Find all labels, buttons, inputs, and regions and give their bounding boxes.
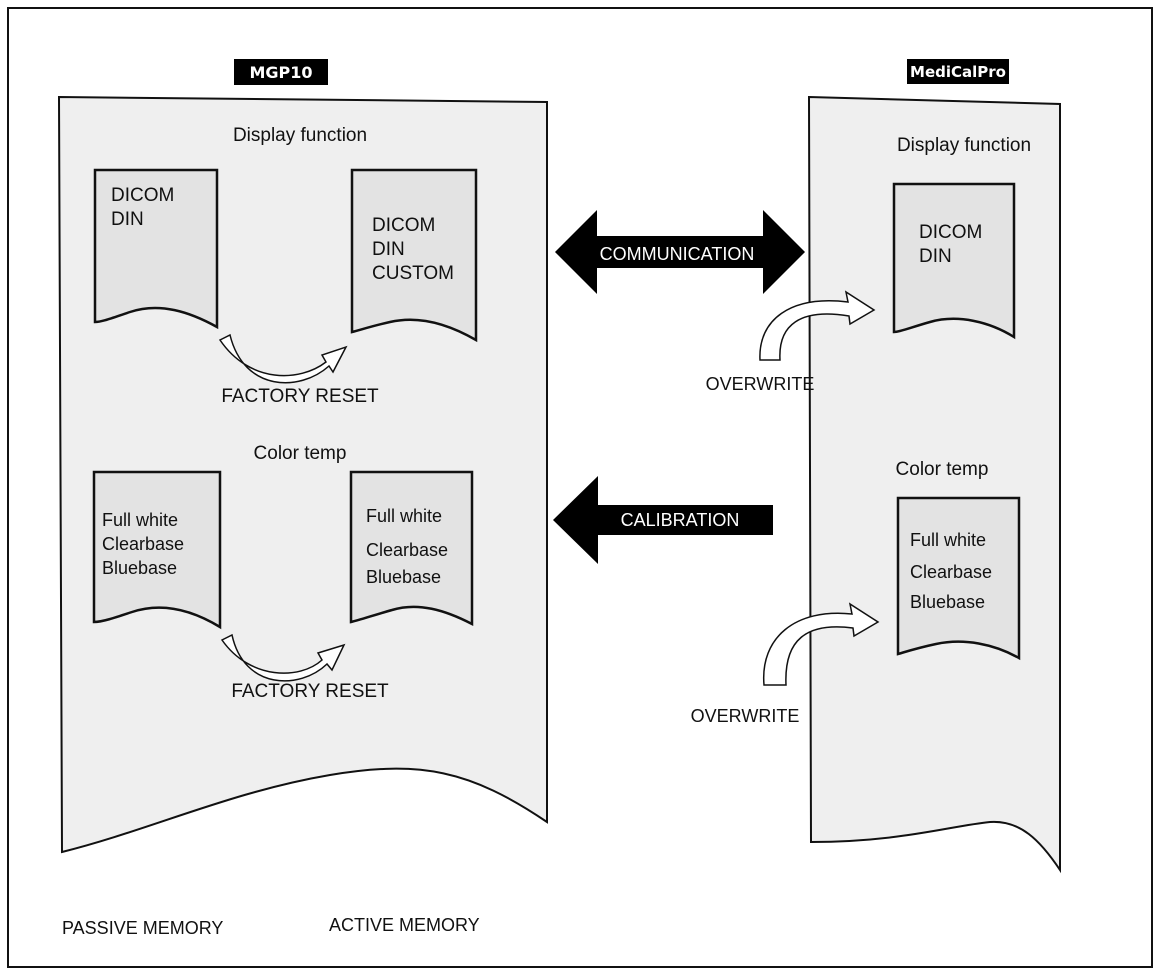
doc-line: Bluebase [102, 558, 177, 578]
active-color-doc [349, 470, 474, 627]
medicalpro-panel: MediCalPro Display function DICOM DIN OV… [691, 59, 1061, 874]
active-display-doc-text: DICOM DIN CUSTOM [372, 215, 454, 284]
calibration-arrow: CALIBRATION [553, 476, 773, 564]
display-function-heading: Display function [233, 125, 367, 146]
doc-line: DIN [372, 239, 405, 260]
doc-line: DIN [111, 209, 144, 230]
overwrite-label: OVERWRITE [706, 374, 815, 394]
passive-color-doc [92, 470, 222, 630]
medicalpro-title-banner [907, 59, 1009, 84]
double-arrow-icon [555, 210, 805, 294]
communication-arrow: COMMUNICATION [555, 210, 805, 294]
medicalpro-display-doc [892, 182, 1016, 340]
color-temp-heading: Color temp [254, 443, 347, 464]
overwrite-arrow-icon [763, 602, 880, 686]
communication-label: COMMUNICATION [600, 244, 755, 264]
doc-line: DICOM [111, 185, 174, 206]
factory-reset-label: FACTORY RESET [221, 386, 379, 407]
doc-line: Full white [102, 510, 178, 530]
medicalpro-color-doc-text: Full white Clearbase Bluebase [910, 530, 997, 612]
passive-memory-label: PASSIVE MEMORY [62, 918, 223, 938]
doc-line: Full white [366, 506, 442, 526]
factory-reset-label: FACTORY RESET [231, 681, 389, 702]
passive-display-doc [93, 168, 219, 330]
doc-line: Bluebase [910, 592, 985, 612]
doc-line: DICOM [919, 222, 982, 243]
mgp10-title: MGP10 [249, 63, 312, 82]
doc-line: Bluebase [366, 567, 441, 587]
doc-line: Clearbase [910, 562, 992, 582]
doc-line: Clearbase [102, 534, 184, 554]
mgp10-panel: MGP10 Display function DICOM DIN DICOM D… [57, 59, 548, 854]
medicalpro-display-doc-text: DICOM DIN [919, 222, 988, 267]
overwrite-arrow-icon [759, 290, 876, 361]
factory-reset-arrow-icon [218, 333, 348, 384]
factory-reset-arrow-icon [220, 633, 346, 682]
passive-color-doc-text: Full white Clearbase Bluebase [102, 510, 189, 578]
passive-display-doc-text: DICOM DIN [111, 185, 180, 230]
medicalpro-color-doc [896, 496, 1021, 661]
medicalpro-title: MediCalPro [910, 63, 1006, 81]
overwrite-label: OVERWRITE [691, 706, 800, 726]
doc-line: DICOM [372, 215, 435, 236]
doc-line: Clearbase [366, 540, 448, 560]
active-display-doc [350, 168, 478, 343]
doc-line: DIN [919, 246, 952, 267]
doc-line: CUSTOM [372, 263, 454, 284]
active-memory-label: ACTIVE MEMORY [329, 915, 480, 935]
active-color-doc-text: Full white Clearbase Bluebase [366, 506, 453, 587]
doc-line: Full white [910, 530, 986, 550]
color-temp-heading: Color temp [896, 459, 989, 480]
calibration-label: CALIBRATION [621, 510, 740, 530]
mgp10-title-banner [234, 59, 328, 85]
display-function-heading: Display function [897, 135, 1031, 156]
left-arrow-icon [553, 476, 773, 564]
